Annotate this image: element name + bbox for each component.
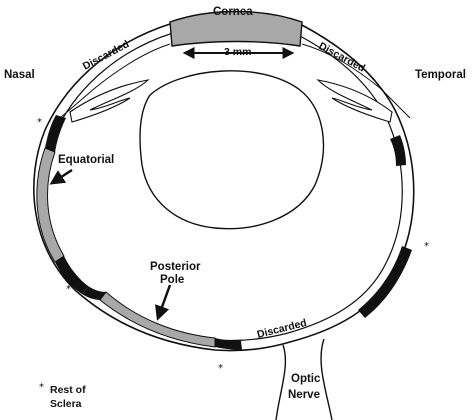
rest-of-sclera-segment-3 — [82, 286, 106, 300]
posterior-label-line1: Posterior — [150, 261, 201, 273]
ciliary-body-right — [316, 79, 393, 123]
cornea-segment — [169, 10, 303, 47]
legend-line1: Rest of — [50, 384, 86, 396]
asterisk-marker-3: * — [218, 363, 223, 374]
posterior-pole-arrow — [155, 284, 172, 321]
lens-outline — [139, 70, 325, 230]
discarded-right-label: Discarded — [317, 40, 367, 74]
sclera-outer-outline — [33, 23, 415, 352]
measure-label: 3 mm — [224, 46, 251, 58]
rest-of-sclera-segment-6 — [358, 246, 412, 318]
rest-of-sclera-segment-5 — [390, 135, 406, 166]
optic-nerve-label-line1: Optic — [291, 373, 321, 385]
legend-asterisk: * — [39, 382, 44, 393]
temporal-label: Temporal — [415, 69, 466, 81]
ciliary-body-left — [69, 79, 150, 123]
legend-line2: Sclera — [50, 398, 82, 410]
rest-of-sclera-segment-1 — [45, 115, 66, 152]
optic-nerve-label-line2: Nerve — [288, 389, 320, 401]
nasal-label: Nasal — [4, 69, 35, 81]
asterisk-marker-2: * — [66, 284, 71, 295]
optic-nerve-outline — [275, 338, 333, 420]
posterior-label-line2: Pole — [160, 274, 184, 286]
discarded-left-line — [59, 43, 171, 119]
discarded-bottom-label: Discarded — [256, 317, 308, 341]
asterisk-marker-4: * — [424, 241, 429, 252]
rest-of-sclera-segment-4 — [215, 338, 242, 350]
rest-of-sclera-segment-2 — [55, 256, 88, 294]
cornea-label: Cornea — [213, 6, 253, 18]
equatorial-arrow — [49, 168, 73, 185]
equatorial-label: Equatorial — [58, 154, 114, 166]
discarded-right-line — [301, 43, 411, 119]
asterisk-marker-1: * — [37, 117, 42, 128]
